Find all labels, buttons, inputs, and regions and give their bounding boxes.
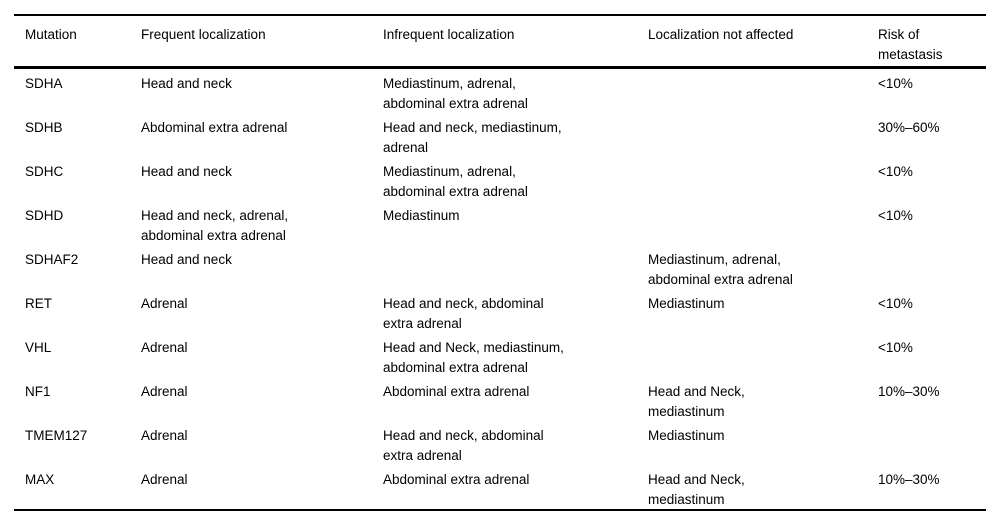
cell-infrequent-localization: Mediastinum: [383, 208, 460, 223]
cell-frequent-localization: Adrenal: [141, 428, 188, 443]
cell-localization-not-affected: [648, 162, 878, 201]
cell-infrequent-localization: Head and Neck, mediastinum, abdominal ex…: [383, 340, 564, 375]
cell-infrequent-localization: Abdominal extra adrenal: [383, 472, 530, 487]
cell-localization-not-affected: Head and Neck, mediastinum: [648, 472, 745, 507]
cell-frequent-localization: Adrenal: [141, 472, 188, 487]
cell-localization-not-affected: [648, 74, 878, 113]
cell-localization-not-affected: Mediastinum, adrenal, abdominal extra ad…: [648, 252, 793, 287]
table-bottom-rule: [14, 509, 986, 511]
cell-risk-of-metastasis: <10%: [878, 340, 913, 355]
cell-risk-of-metastasis: <10%: [878, 296, 913, 311]
cell-frequent-localization: Head and neck: [141, 252, 232, 267]
cell-mutation: RET: [25, 296, 52, 311]
cell-risk-of-metastasis: <10%: [878, 76, 913, 91]
cell-mutation: NF1: [25, 384, 51, 399]
cell-mutation: SDHA: [25, 76, 63, 91]
cell-infrequent-localization: [383, 250, 648, 289]
cell-mutation: MAX: [25, 472, 55, 487]
cell-frequent-localization: Adrenal: [141, 384, 188, 399]
cell-infrequent-localization: Mediastinum, adrenal, abdominal extra ad…: [383, 164, 528, 199]
table-row-sdhc: SDHC Head and neck Mediastinum, adrenal,…: [14, 157, 986, 201]
table-row-vhl: VHL Adrenal Head and Neck, mediastinum, …: [14, 333, 986, 377]
table-row-tmem127: TMEM127 Adrenal Head and neck, abdominal…: [14, 421, 986, 465]
column-header-mutation: Mutation: [25, 27, 77, 42]
cell-risk-of-metastasis: [878, 250, 986, 289]
table-row-nf1: NF1 Adrenal Abdominal extra adrenal Head…: [14, 377, 986, 421]
table-header-rule: [14, 66, 986, 69]
table-row-sdha: SDHA Head and neck Mediastinum, adrenal,…: [14, 69, 986, 113]
table-row-sdhaf2: SDHAF2 Head and neck Mediastinum, adrena…: [14, 245, 986, 289]
cell-mutation: VHL: [25, 340, 52, 355]
table-top-rule: [14, 14, 986, 16]
cell-infrequent-localization: Head and neck, abdominal extra adrenal: [383, 428, 544, 463]
table-header-row: Mutation Frequent localization Infrequen…: [14, 16, 986, 66]
column-header-infrequent-localization: Infrequent localization: [383, 27, 515, 42]
cell-risk-of-metastasis: [878, 426, 986, 465]
cell-infrequent-localization: Mediastinum, adrenal, abdominal extra ad…: [383, 76, 528, 111]
cell-mutation: TMEM127: [25, 428, 88, 443]
cell-frequent-localization: Head and neck, adrenal, abdominal extra …: [141, 208, 289, 243]
cell-mutation: SDHC: [25, 164, 64, 179]
cell-localization-not-affected: [648, 206, 878, 245]
cell-frequent-localization: Head and neck: [141, 76, 232, 91]
cell-localization-not-affected: [648, 118, 878, 157]
cell-risk-of-metastasis: 10%–30%: [878, 472, 940, 487]
cell-risk-of-metastasis: <10%: [878, 164, 913, 179]
cell-mutation: SDHB: [25, 120, 63, 135]
column-header-localization-not-affected: Localization not affected: [648, 27, 794, 42]
cell-risk-of-metastasis: <10%: [878, 208, 913, 223]
cell-infrequent-localization: Abdominal extra adrenal: [383, 384, 530, 399]
cell-risk-of-metastasis: 10%–30%: [878, 384, 940, 399]
cell-mutation: SDHD: [25, 208, 64, 223]
table-row-max: MAX Adrenal Abdominal extra adrenal Head…: [14, 465, 986, 509]
cell-frequent-localization: Adrenal: [141, 340, 188, 355]
cell-infrequent-localization: Head and neck, mediastinum, adrenal: [383, 120, 562, 155]
table-row-ret: RET Adrenal Head and neck, abdominal ext…: [14, 289, 986, 333]
column-header-frequent-localization: Frequent localization: [141, 27, 266, 42]
cell-frequent-localization: Abdominal extra adrenal: [141, 120, 288, 135]
table-row-sdhd: SDHD Head and neck, adrenal, abdominal e…: [14, 201, 986, 245]
cell-localization-not-affected: [648, 338, 878, 377]
cell-localization-not-affected: Head and Neck, mediastinum: [648, 384, 745, 419]
column-header-risk-of-metastasis: Risk of metastasis: [878, 27, 943, 62]
cell-risk-of-metastasis: 30%–60%: [878, 120, 940, 135]
cell-localization-not-affected: Mediastinum: [648, 428, 725, 443]
cell-infrequent-localization: Head and neck, abdominal extra adrenal: [383, 296, 544, 331]
cell-frequent-localization: Head and neck: [141, 164, 232, 179]
table-row-sdhb: SDHB Abdominal extra adrenal Head and ne…: [14, 113, 986, 157]
table-body: SDHA Head and neck Mediastinum, adrenal,…: [14, 69, 986, 509]
mutation-localization-table: Mutation Frequent localization Infrequen…: [14, 14, 986, 511]
cell-localization-not-affected: Mediastinum: [648, 296, 725, 311]
cell-mutation: SDHAF2: [25, 252, 79, 267]
cell-frequent-localization: Adrenal: [141, 296, 188, 311]
